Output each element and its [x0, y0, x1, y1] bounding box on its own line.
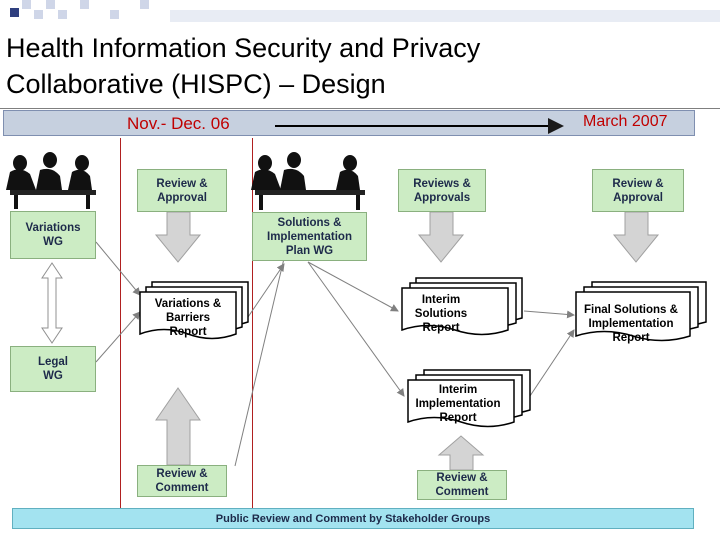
- review-approval-box-2: Review &Approval: [592, 169, 684, 212]
- decor-square: [34, 10, 43, 19]
- review-comment-1-line-2: Comment: [155, 482, 209, 494]
- arrow-legal-to-report: [95, 311, 141, 363]
- review-approval-2-line-2: Approval: [613, 191, 663, 204]
- footer-label: Public Review and Comment by Stakeholder…: [215, 512, 491, 525]
- title-line-1: Health Information Security and Privacy: [6, 33, 481, 63]
- double-arrow-wg: [41, 262, 63, 344]
- solutions-wg-line-3: Plan WG: [285, 244, 334, 257]
- reviews-approvals-line-2: Approvals: [413, 191, 471, 204]
- timeline-start: Nov.- Dec. 06: [127, 114, 230, 133]
- bullet-squares-decoration: [10, 0, 720, 22]
- up-arrow-comment-1: [155, 387, 201, 466]
- interim-solutions-line-1: Interim: [422, 294, 460, 306]
- decor-square: [80, 0, 89, 9]
- legal-wg-line-1: Legal: [37, 356, 69, 368]
- timeline-end: March 2007: [583, 113, 668, 130]
- solutions-wg-line-2: Implementation: [267, 230, 352, 243]
- title-divider: [0, 108, 720, 109]
- interim-implementation-line-2: Implementation: [416, 398, 501, 410]
- phase-divider-right: [252, 138, 253, 510]
- arrow-comment-to-solutions: [234, 249, 289, 467]
- review-approval-1-line-1: Review &: [156, 177, 208, 190]
- variations-wg-line-1: Variations: [25, 222, 81, 234]
- decor-square: [110, 10, 119, 19]
- review-approval-2-line-1: Review &: [612, 177, 664, 190]
- legal-wg-line-2: WG: [43, 370, 63, 382]
- decor-band: [170, 10, 720, 22]
- variations-report-line-2: Barriers: [166, 312, 210, 324]
- final-report-line-3: Report: [612, 332, 649, 344]
- variations-report-line-3: Report: [169, 326, 206, 338]
- interim-implementation-line-3: Report: [439, 412, 476, 424]
- arrow-interim-solutions-to-final: [523, 310, 575, 319]
- meeting-people-icon-left: [6, 152, 96, 209]
- interim-implementation-line-1: Interim: [439, 384, 477, 396]
- final-report-stack: Final Solutions & Implementation Report: [575, 281, 707, 344]
- arrow-solutions-to-interim-solutions: [307, 261, 399, 312]
- final-report-line-1: Final Solutions &: [584, 304, 678, 316]
- review-comment-box-1: Review & Comment: [137, 465, 227, 497]
- final-report-line-2: Implementation: [589, 318, 674, 330]
- meeting-people-icon-right: [251, 152, 365, 210]
- interim-solutions-line-3: Report: [422, 322, 459, 334]
- decor-square: [58, 10, 67, 19]
- interim-implementation-report-stack: Interim Implementation Report: [407, 369, 531, 428]
- solutions-wg-line-1: Solutions &: [277, 216, 342, 229]
- reviews-approvals-box: Reviews &Approvals: [398, 169, 486, 212]
- title-line-2: Collaborative (HISPC) – Design: [6, 69, 386, 99]
- variations-wg-line-2: WG: [43, 236, 63, 248]
- decor-square: [10, 8, 19, 17]
- arrow-report-to-solutions: [245, 263, 285, 321]
- variations-report-stack: Variations & Barriers Report: [139, 281, 249, 340]
- review-approval-box-1: Review &Approval: [137, 169, 227, 212]
- slide-title: Health Information Security and Privacy …: [6, 30, 606, 102]
- decor-square: [140, 0, 149, 9]
- up-arrow-comment-2: [437, 435, 485, 471]
- timeline-bar: [3, 110, 695, 136]
- review-approval-1-line-2: Approval: [157, 191, 207, 204]
- arrow-solutions-to-interim-impl: [307, 261, 405, 397]
- down-arrow-approval-1: [154, 211, 202, 263]
- interim-solutions-line-2: Solutions: [415, 308, 467, 320]
- interim-solutions-report-stack: Interim Solutions Report: [401, 277, 523, 336]
- arrow-variations-to-report: [95, 241, 141, 296]
- phase-divider-left: [120, 138, 121, 510]
- decor-square: [22, 0, 31, 9]
- review-comment-2-line-2: Comment: [435, 486, 489, 498]
- down-arrow-approvals: [417, 211, 465, 263]
- variations-report-line-1: Variations &: [155, 298, 221, 310]
- public-review-footer-bar: Public Review and Comment by Stakeholder…: [12, 508, 694, 529]
- review-comment-1-line-1: Review &: [156, 468, 208, 480]
- review-comment-2-line-1: Review &: [436, 472, 488, 484]
- arrow-interim-impl-to-final: [529, 329, 575, 397]
- down-arrow-approval-2: [612, 211, 660, 263]
- decor-square: [46, 0, 55, 9]
- reviews-approvals-line-1: Reviews &: [413, 177, 471, 190]
- review-comment-box-2: Review & Comment: [417, 470, 507, 500]
